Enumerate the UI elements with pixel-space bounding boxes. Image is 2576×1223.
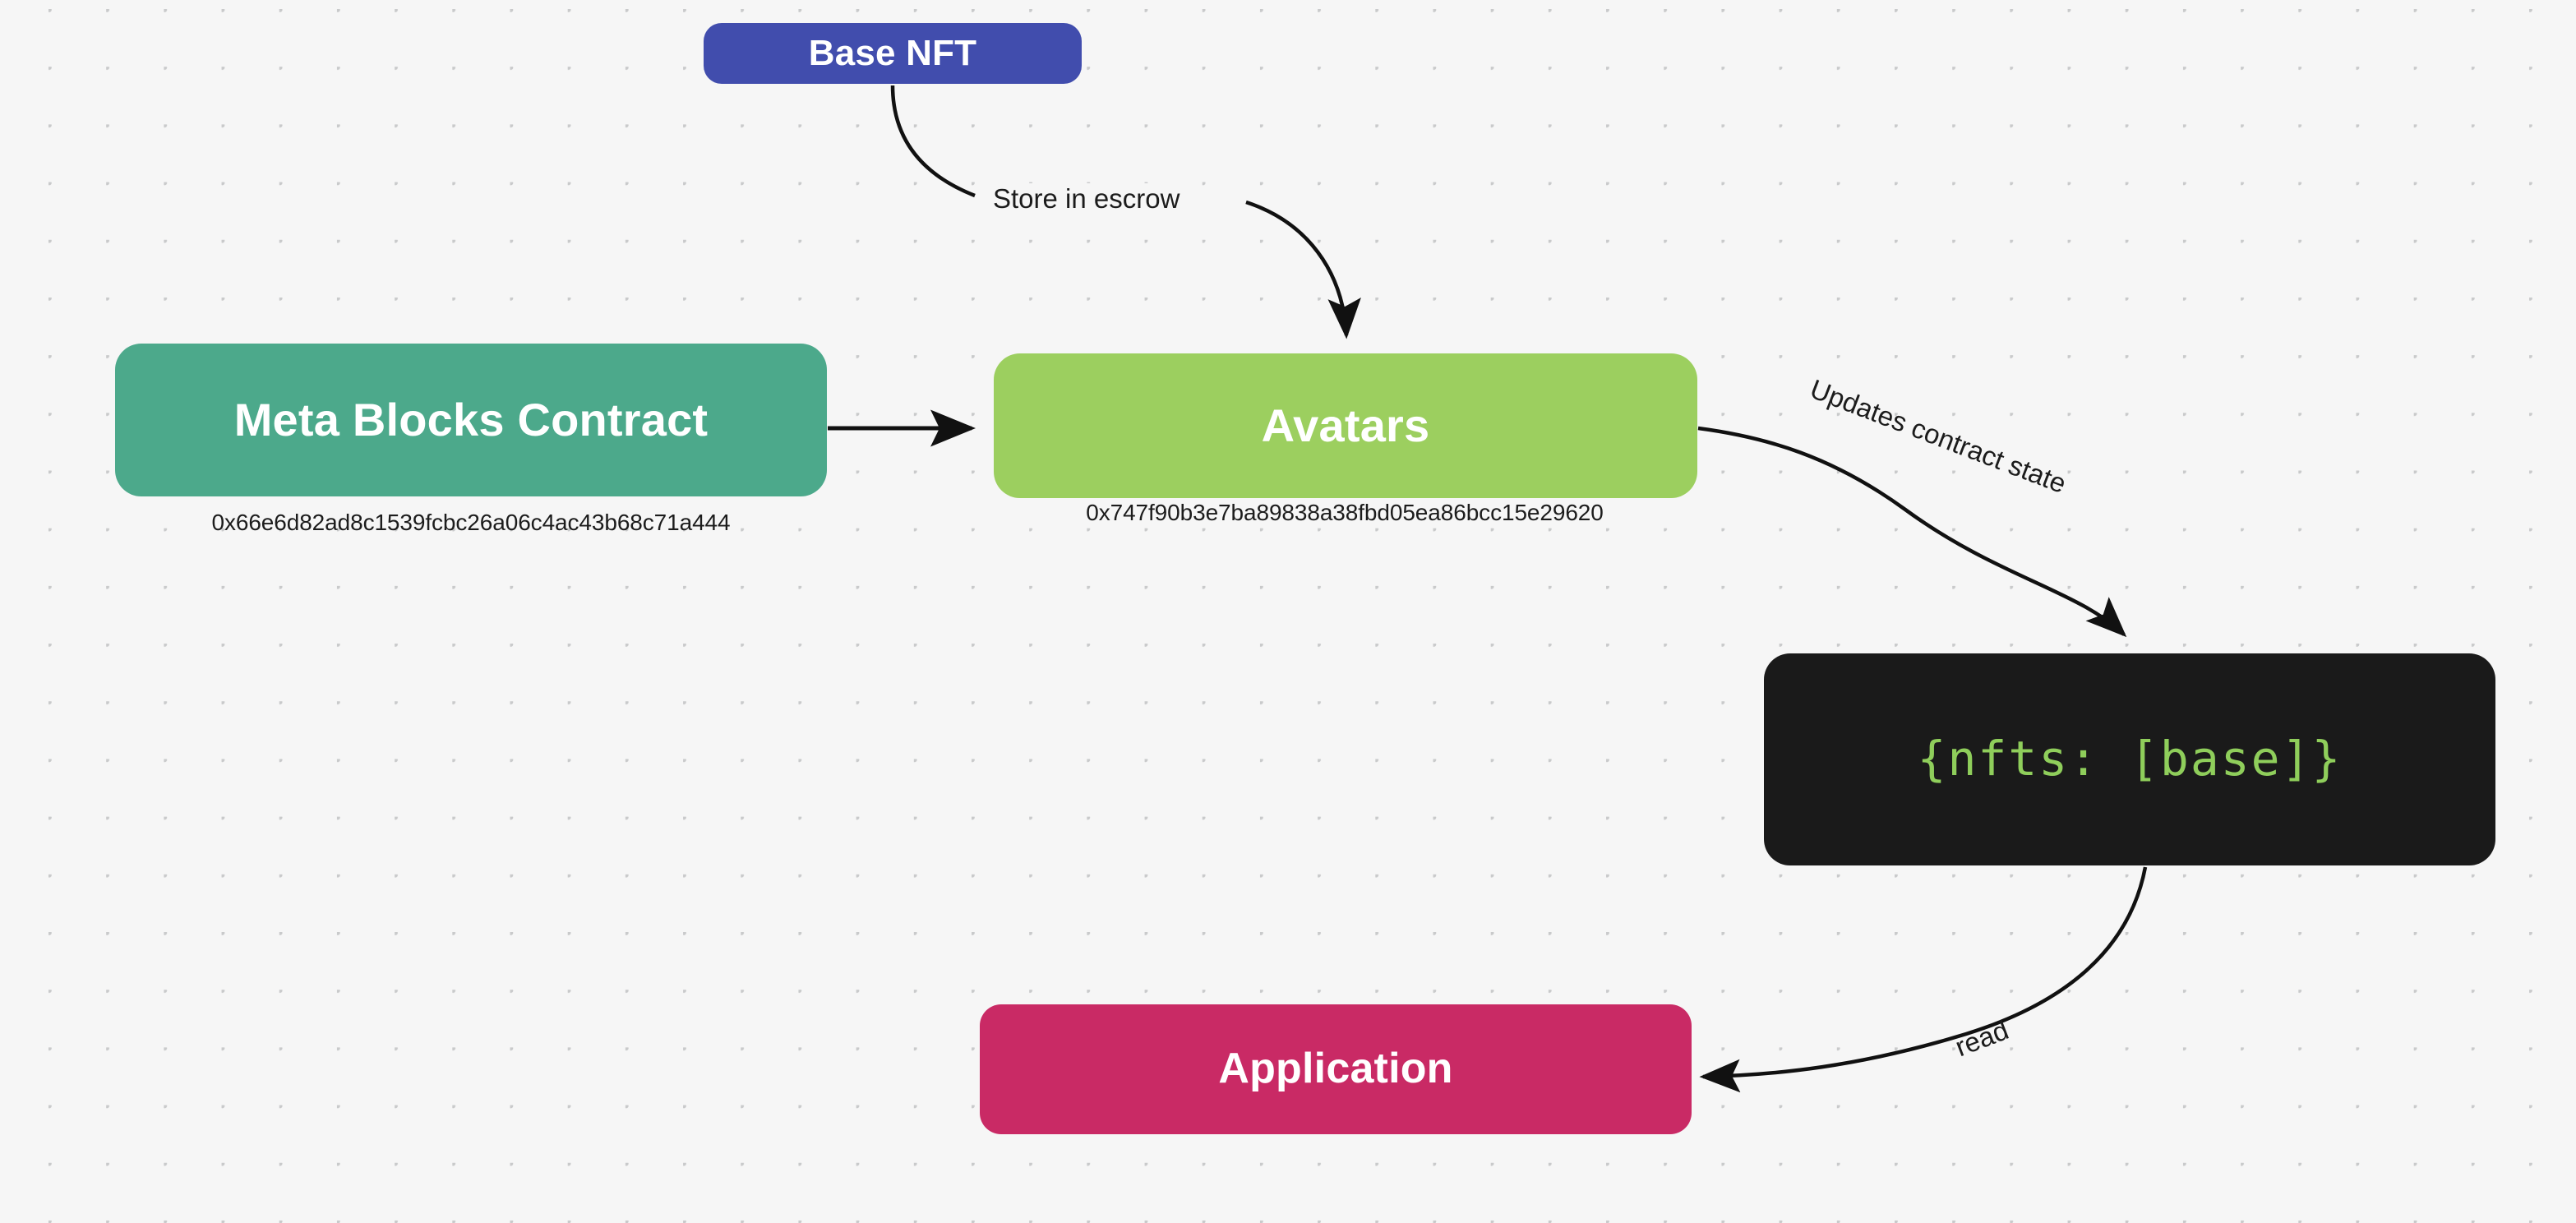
edge-contract-state-to-application xyxy=(1699,866,2148,1093)
edge-escrow-label-to-avatars-segment xyxy=(1245,200,1361,339)
node-base-nft[interactable]: Base NFT xyxy=(704,23,1082,84)
edge-label-updates-contract-state: Updates contract state xyxy=(1806,373,2070,500)
node-meta-blocks-contract[interactable]: Meta Blocks Contract xyxy=(115,344,827,496)
edge-avatars-to-contract-state xyxy=(1697,426,2127,638)
meta-blocks-contract-address: 0x66e6d82ad8c1539fcbc26a06c4ac43b68c71a4… xyxy=(211,510,731,535)
edge-label-read: read xyxy=(1950,1014,2013,1063)
node-application[interactable]: Application xyxy=(980,1004,1692,1134)
edge-base-to-escrow-label-segment xyxy=(890,85,976,198)
avatars-contract-address: 0x747f90b3e7ba89838a38fbd05ea86bcc15e296… xyxy=(1086,500,1604,525)
node-contract-state[interactable]: {nfts: [base]} xyxy=(1764,653,2495,865)
edge-label-store-in-escrow: Store in escrow xyxy=(988,183,1185,215)
node-avatars[interactable]: Avatars xyxy=(994,353,1697,498)
